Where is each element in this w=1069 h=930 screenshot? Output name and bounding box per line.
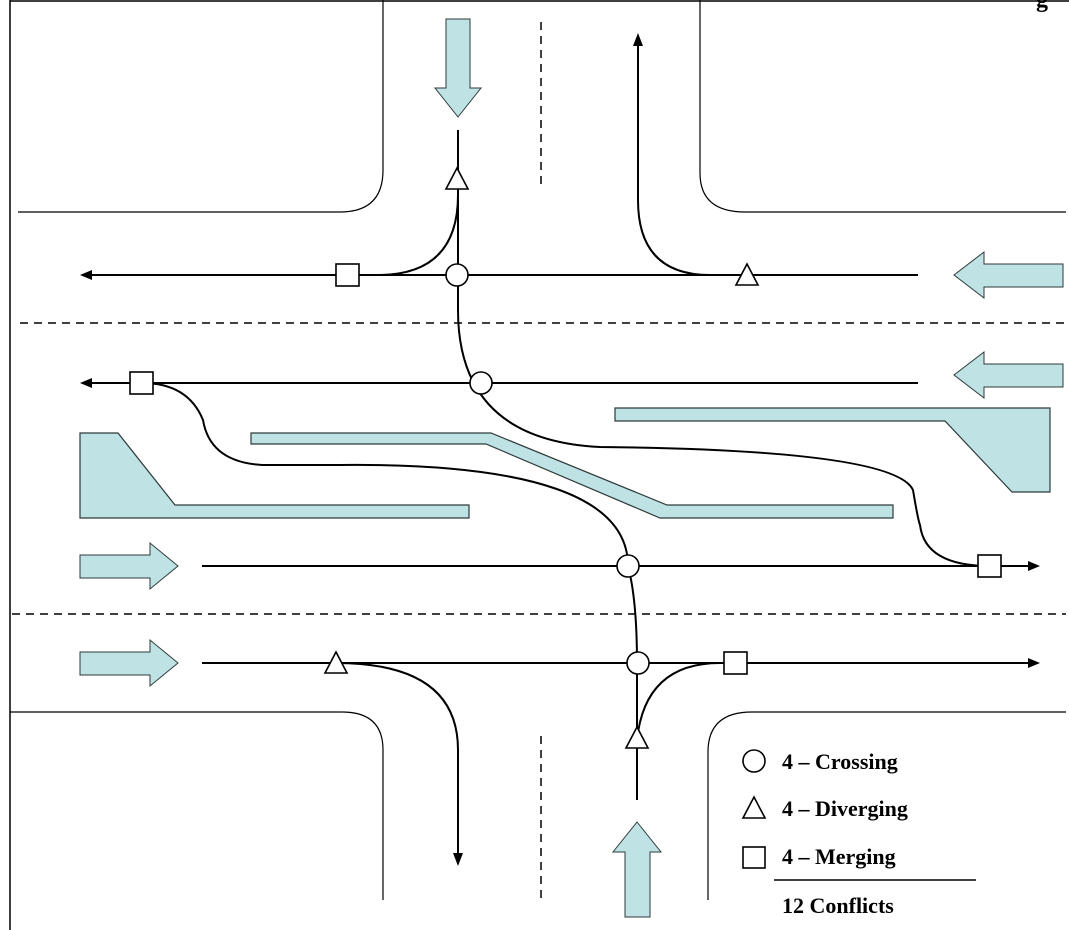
legend-crossing-label: 4 – Crossing (782, 749, 898, 774)
approach-arrow-eastbound-1 (79, 541, 179, 591)
island-right-triangle (614, 407, 1051, 493)
path-eastbound-right-turn (335, 662, 459, 855)
conflict-crossing-2 (469, 371, 493, 395)
approach-arrow-eastbound-2 (79, 638, 179, 688)
curb-bottom-right (707, 711, 1066, 900)
conflict-diverging-1 (444, 166, 470, 190)
conflict-diverging-2 (734, 262, 760, 286)
legend-diverging-icon (741, 795, 767, 819)
path-southbound-right-turn (377, 130, 459, 276)
conflict-merging-3 (977, 554, 1002, 578)
legend-merging-icon (742, 846, 766, 869)
legend: 4 – Crossing 4 – Diverging 4 – Merging 1… (741, 749, 976, 918)
median-center-diagonal (250, 432, 894, 519)
path-westbound-left-turn (141, 382, 629, 567)
arrowhead-south (453, 853, 463, 866)
legend-crossing-icon (742, 749, 766, 773)
approach-arrow-southbound (433, 18, 483, 118)
arrowhead-north (633, 33, 643, 46)
curb-top-left (18, 0, 384, 213)
arrowhead-east-2 (1028, 658, 1040, 668)
conflict-diverging-3 (323, 650, 349, 674)
path-northbound-right-turn (636, 662, 721, 741)
path-northbound-left-turn (627, 565, 638, 800)
conflict-merging-4 (723, 651, 748, 675)
path-southbound-left-turn (457, 195, 991, 567)
conflict-merging-1 (335, 263, 360, 287)
arrowhead-east-1 (1028, 561, 1040, 571)
legend-total-label: 12 Conflicts (782, 893, 894, 918)
arrowhead-west-1 (80, 270, 92, 280)
legend-diverging-label: 4 – Diverging (782, 796, 908, 821)
conflict-diverging-4 (624, 725, 650, 749)
curb-top-right (699, 0, 1066, 213)
island-left-triangle (79, 432, 470, 519)
path-westbound-right-turn (637, 45, 711, 276)
conflict-crossing-4 (626, 651, 650, 675)
arrowhead-west-2 (80, 378, 92, 388)
legend-merging-label: 4 – Merging (782, 844, 896, 869)
conflict-merging-2 (129, 371, 154, 395)
approach-arrow-northbound (611, 821, 663, 918)
approach-arrow-westbound-2 (953, 350, 1064, 400)
conflict-crossing-1 (445, 263, 469, 287)
conflict-crossing-3 (616, 554, 640, 578)
header-clipped-text: g (1036, 0, 1048, 13)
approach-arrow-westbound-1 (953, 250, 1064, 300)
curb-bottom-left (10, 711, 384, 900)
